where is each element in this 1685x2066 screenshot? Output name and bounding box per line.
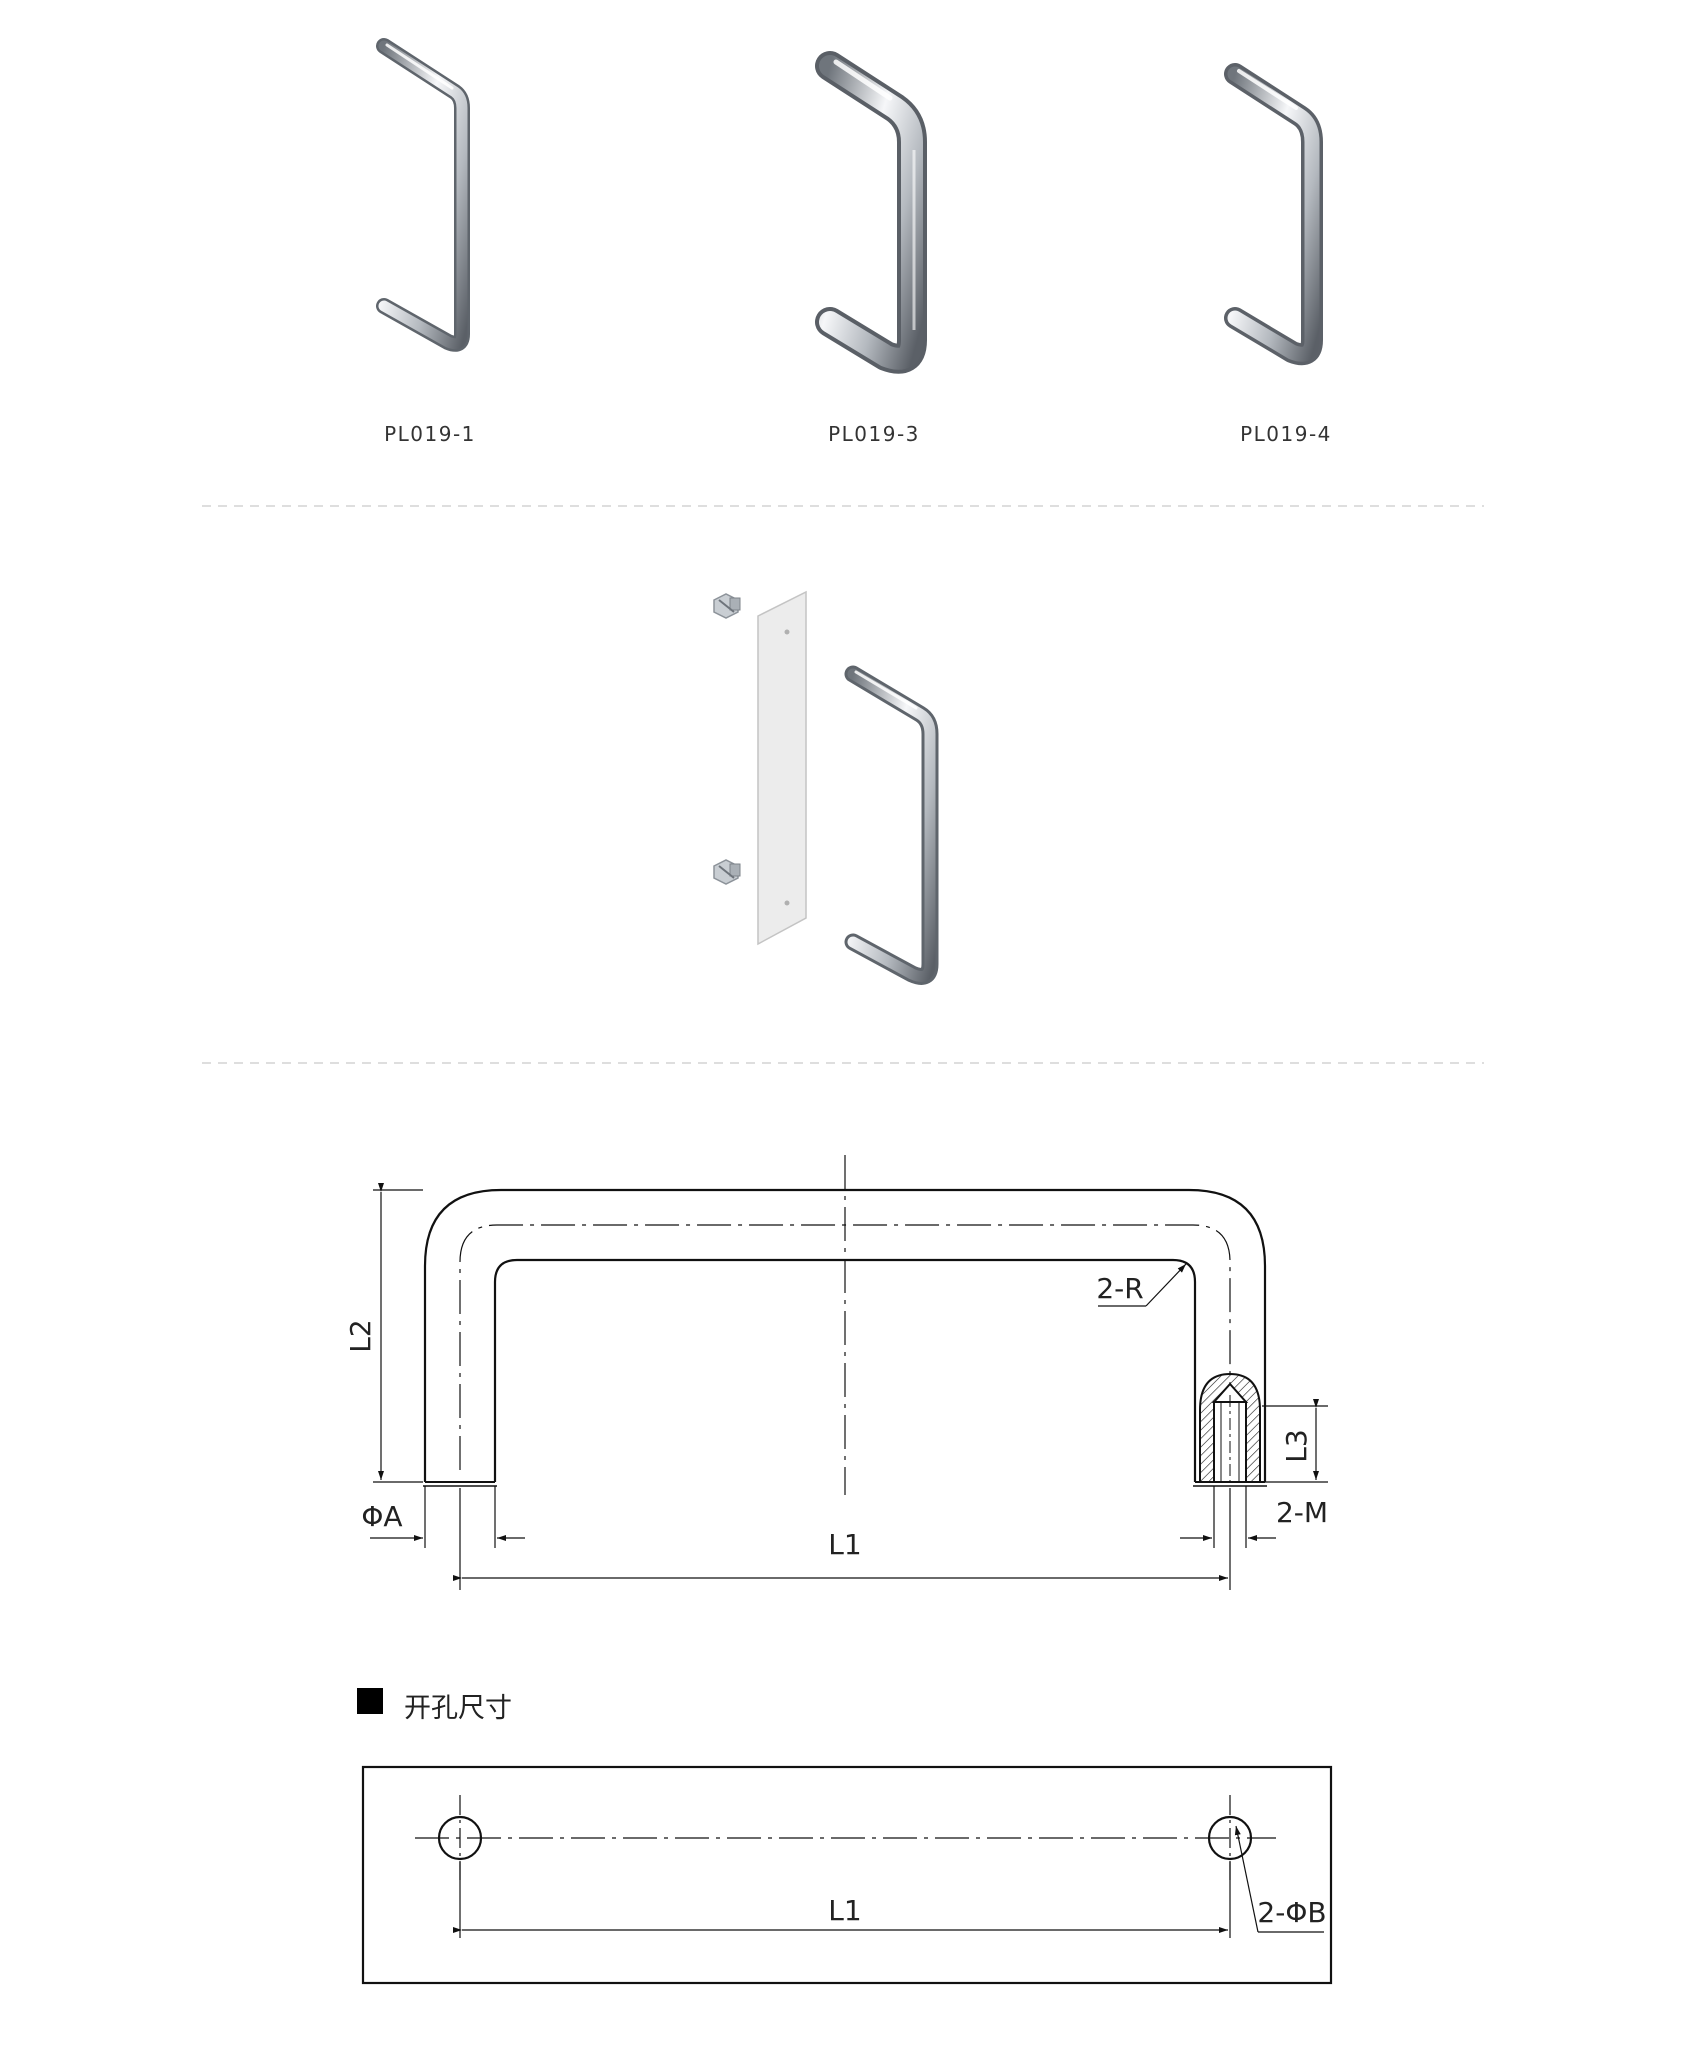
product-image-pl019-3 xyxy=(815,51,927,374)
panel-outline xyxy=(361,1765,1333,1985)
product-code-label: PL019-3 xyxy=(828,422,920,446)
product-code-label: PL019-4 xyxy=(1240,422,1332,446)
product-image-pl019-4 xyxy=(1224,63,1323,366)
dimension-lines xyxy=(370,1183,1328,1590)
dimension-label-dia-a: ΦA xyxy=(361,1500,402,1533)
cutout-label-hole: 2-ΦB xyxy=(1257,1896,1326,1929)
screw-bottom xyxy=(713,859,741,885)
dimension-label-l3: L3 xyxy=(1280,1429,1313,1462)
dimension-label-radius: 2-R xyxy=(1096,1272,1143,1305)
product-code-label: PL019-1 xyxy=(384,422,476,446)
section-bullet-icon xyxy=(357,1688,383,1714)
mounting-hole-right xyxy=(1207,1815,1253,1861)
thread-section-view xyxy=(1199,1372,1261,1483)
dimension-label-l2: L2 xyxy=(344,1319,377,1352)
product-image-pl019-1 xyxy=(376,38,470,352)
cutout-label-l1: L1 xyxy=(828,1894,861,1927)
dimension-label-thread: 2-M xyxy=(1276,1496,1328,1529)
assembly-exploded-view xyxy=(713,590,939,985)
cutout-drawing xyxy=(361,1765,1333,1985)
gasket-plate xyxy=(757,590,807,946)
dimension-label-l1: L1 xyxy=(828,1528,861,1561)
mounting-hole-left xyxy=(437,1815,483,1861)
screw-top xyxy=(713,593,741,619)
cutout-section-title: 开孔尺寸 xyxy=(404,1693,512,1724)
centerlines xyxy=(459,1155,1231,1495)
